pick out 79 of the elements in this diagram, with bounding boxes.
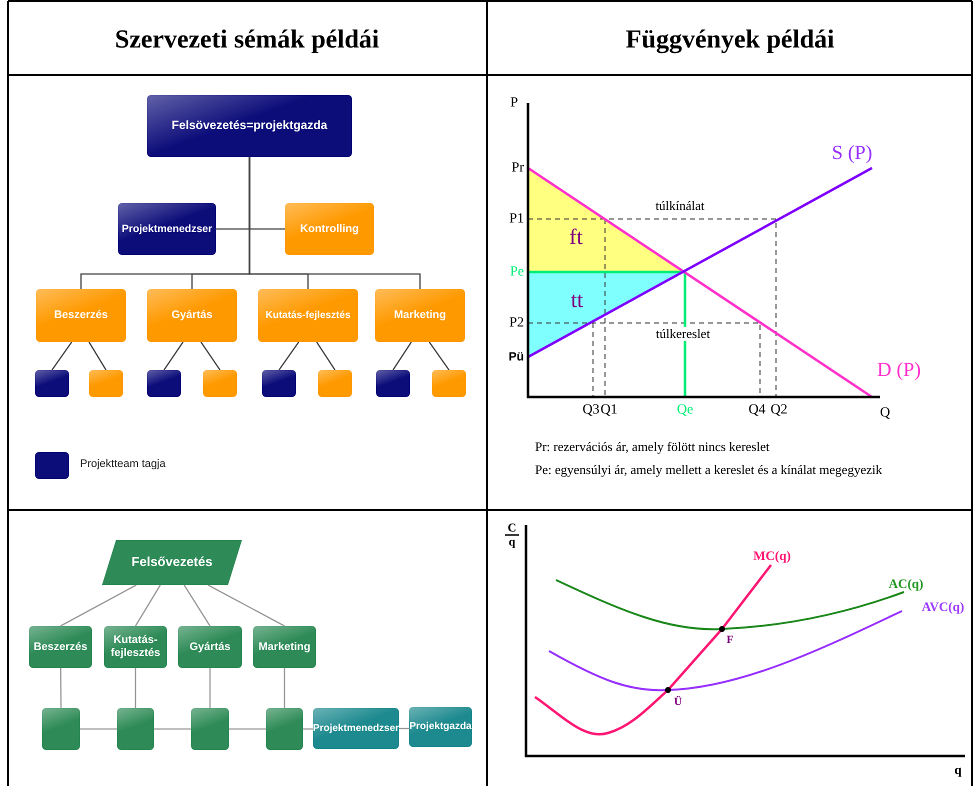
column-header: Szervezeti sémák példái (114, 26, 380, 54)
tick-label: P1 (509, 211, 524, 227)
region-label: túlkínálat (655, 198, 705, 214)
member-square (376, 370, 410, 397)
connector-line (316, 342, 336, 370)
connector-line (284, 668, 286, 708)
org-unit-box: Projektmenedzser (313, 708, 399, 749)
member-square (191, 708, 229, 750)
org-unit-box: Gyártás (147, 289, 237, 342)
connector-line (184, 584, 211, 626)
tick-label: Pe (510, 264, 524, 280)
connector-line (278, 342, 300, 370)
column-header: Függvények példái (626, 26, 834, 54)
member-square (432, 370, 466, 397)
connector-line (208, 584, 285, 627)
member-square (262, 370, 296, 397)
org-unit-box: Projektgazda (409, 707, 472, 747)
connector-line (134, 668, 136, 708)
point-label: F (726, 634, 734, 646)
tick-label: Q2 (770, 402, 788, 418)
connector-line (163, 342, 184, 370)
org-unit-box: Projektmenedzser (118, 203, 216, 255)
org-unit-box: Kutatás-fejlesztés (258, 289, 358, 342)
connector-line (134, 584, 161, 626)
member-square (266, 708, 303, 750)
org-unit-box: Beszerzés (29, 626, 92, 668)
connector-line (51, 342, 72, 370)
org-unit-box: Felsövezetés=projektgazda (147, 95, 352, 157)
tick-label: Qe (676, 402, 694, 418)
org-unit-box: Kutatás- fejlesztés (104, 626, 167, 668)
curve-label: S (P) (832, 142, 872, 164)
note-text: Pe: egyensúlyi ár, amely mellett a kereslet és a kínálat megegyezik (535, 462, 882, 478)
member-square (203, 370, 237, 397)
tick-label: P2 (509, 315, 524, 331)
connector-line (229, 728, 266, 730)
connector-line (399, 728, 409, 730)
region-label: túlkereslet (654, 326, 712, 342)
curve-label: AC(q) (888, 576, 924, 592)
axis-label: P (510, 95, 518, 111)
axis-label: C (508, 521, 516, 535)
area-label: tt (570, 288, 584, 312)
org-unit-box: Gyártás (178, 626, 242, 668)
connector-line (60, 668, 62, 708)
tick-label: Pr (512, 160, 524, 176)
legend-label: Projektteam tagja (80, 458, 166, 470)
member-square (318, 370, 352, 397)
connector-line (154, 728, 191, 730)
connector-line (392, 342, 412, 370)
tick-label: Q1 (600, 402, 618, 418)
axis-label: q (954, 762, 962, 778)
curve-label: MC(q) (753, 548, 791, 564)
tick-label: Q3 (582, 402, 600, 418)
connector-line (303, 728, 313, 730)
point-label: Ü (674, 696, 682, 708)
axis-label: Q (880, 405, 890, 421)
org-unit-box: Kontrolling (285, 203, 374, 255)
org-unit-box: Beszerzés (36, 289, 126, 342)
axis-label: q (508, 535, 516, 549)
member-square (42, 708, 80, 750)
connector-line (248, 157, 421, 289)
tick-label: Q4 (748, 402, 766, 418)
connector-line (200, 342, 221, 370)
member-square (89, 370, 123, 397)
connector-line (209, 668, 211, 708)
member-square (117, 708, 154, 750)
org-unit-box: Marketing (253, 626, 316, 668)
area-label: ft (569, 224, 583, 250)
org-unit-box: Marketing (375, 289, 465, 342)
parallelogram-node: Felsővezetés (102, 540, 242, 585)
curve-label: AVC(q) (922, 600, 964, 614)
connector-line (60, 584, 137, 627)
connector-line (80, 728, 117, 730)
note-text: Pr: rezervációs ár, amely fölött nincs kereslet (535, 440, 770, 454)
connector-line (88, 342, 107, 370)
member-square (35, 370, 69, 397)
tick-label: Pü (508, 350, 524, 364)
curve-label: D (P) (877, 359, 921, 381)
connector-line (428, 342, 450, 370)
member-square (147, 370, 181, 397)
